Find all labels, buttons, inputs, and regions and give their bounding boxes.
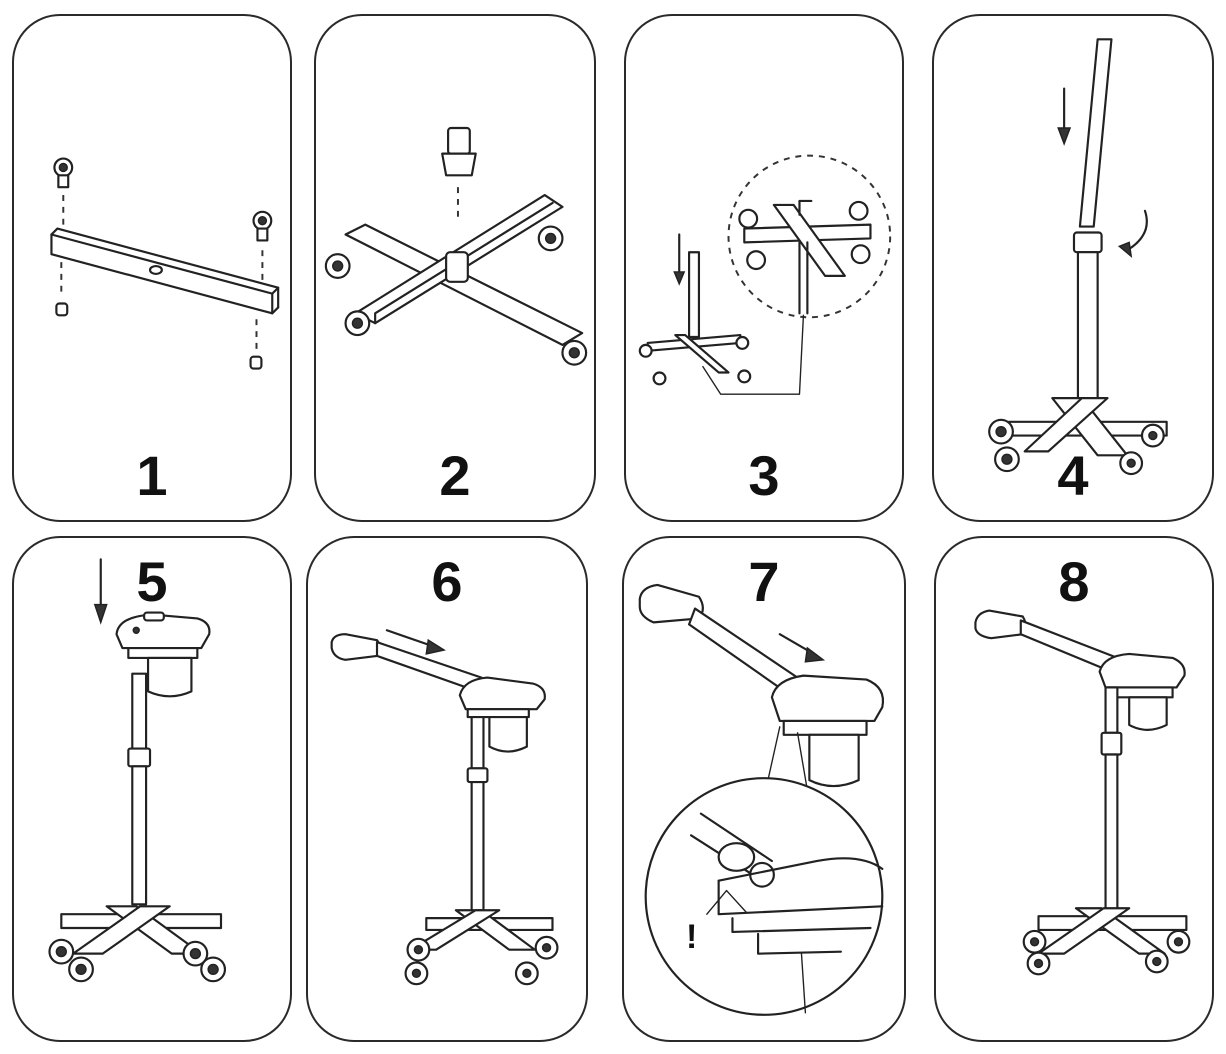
assembled-steamer-illustration xyxy=(974,609,1191,976)
step-6-panel: 6 xyxy=(306,536,588,1042)
step-number: 8 xyxy=(1058,550,1090,613)
step-number: 2 xyxy=(439,444,471,507)
step-number: 5 xyxy=(136,550,168,613)
step-3-panel: 3 xyxy=(624,14,904,522)
step-8-panel: 8 xyxy=(934,536,1214,1042)
step-number: 7 xyxy=(748,550,780,613)
arm-lock-detail-illustration xyxy=(638,583,885,1016)
upper-pole-insert-illustration xyxy=(988,38,1168,476)
steamer-arm-attach-illustration xyxy=(330,629,559,986)
crossbar-with-bolts-illustration xyxy=(50,157,280,370)
step-7-panel: 7 ! xyxy=(622,536,906,1042)
step-1-panel: 1 xyxy=(12,14,292,522)
step-2-panel: 2 xyxy=(314,14,596,522)
step-4-panel: 4 xyxy=(932,14,1214,522)
steamer-head-mount-illustration xyxy=(48,558,227,983)
warning-mark: ! xyxy=(686,918,698,956)
step-number: 4 xyxy=(1057,444,1089,507)
cross-base-with-casters-illustration xyxy=(324,126,588,366)
step-number: 1 xyxy=(136,444,168,507)
base-detail-and-post-insert-illustration xyxy=(638,154,892,395)
step-number: 3 xyxy=(748,444,780,507)
step-number: 6 xyxy=(431,550,463,613)
step-5-panel: 5 xyxy=(12,536,292,1042)
